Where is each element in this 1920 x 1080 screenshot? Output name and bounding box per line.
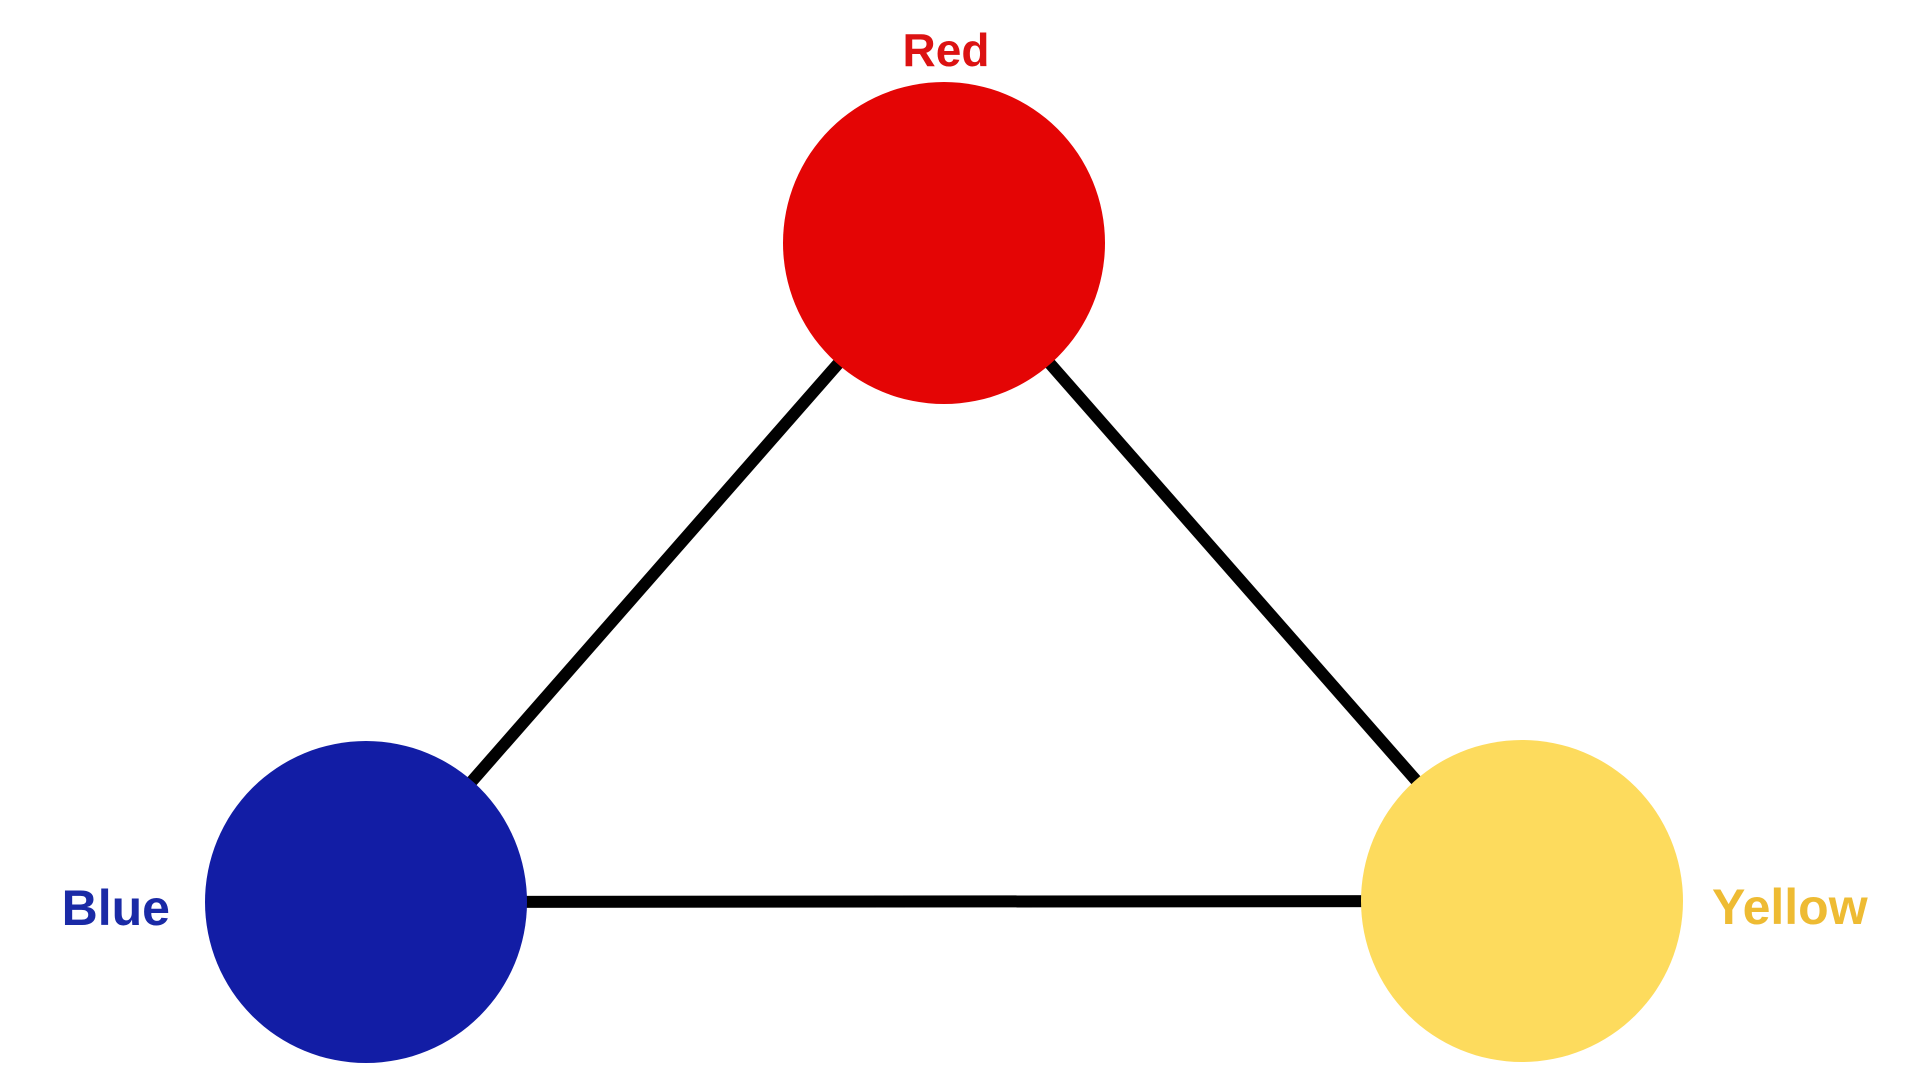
- red-node-circle: [783, 82, 1105, 404]
- yellow-node-circle: [1361, 740, 1683, 1062]
- edge-blue-yellow: [365, 895, 1523, 908]
- blue-node-circle: [205, 741, 527, 1063]
- blue-node-label: Blue: [62, 880, 170, 936]
- red-node-label: Red: [903, 24, 990, 76]
- yellow-node-label: Yellow: [1712, 879, 1868, 935]
